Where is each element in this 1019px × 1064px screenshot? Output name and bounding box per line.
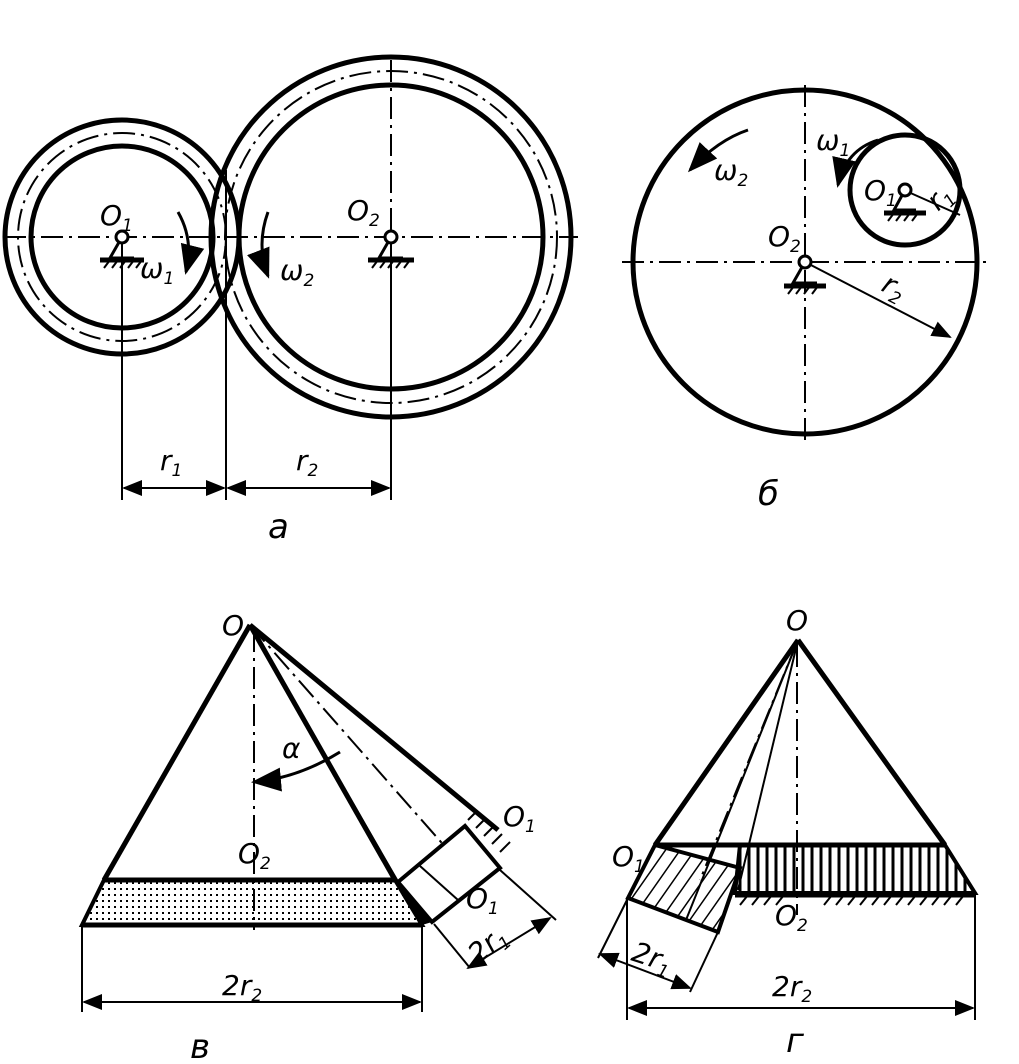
svg-text:ω1: ω1 [816,124,850,161]
svg-text:ω1: ω1 [140,252,174,289]
rotation-arrow-w1 [176,211,205,275]
radius-r2 [806,262,952,338]
label-r1: r [160,444,173,477]
label-apex-o: O [786,604,808,637]
label-o1-top: O [503,800,525,833]
svg-text:O1: O1 [100,199,133,236]
rotation-arrow-w1 [832,138,879,188]
label-w1: ω [140,252,163,285]
rotation-arrow-w2 [687,128,749,173]
radius-r1 [905,190,961,216]
svg-text:r1: r1 [160,444,182,481]
label-w2: ω [714,154,737,187]
caption-g: г [786,1021,805,1061]
svg-text:O2: O2 [768,220,801,257]
panel-b-internal-gears: ω2 ω1 O1 r1 O2 r2 б [622,85,990,514]
label-o1: O [612,840,634,873]
label-alpha: α [282,732,301,765]
label-2r1: 2r [461,925,506,970]
svg-text:O2: O2 [775,899,808,936]
label-o1: O [864,174,886,207]
caption-v: в [190,1027,210,1064]
svg-text:O2: O2 [347,194,380,231]
rotation-arrow-w2 [247,211,270,279]
label-w1: ω [816,124,839,157]
label-2r2: 2r [772,970,803,1003]
svg-text:2r1: 2r1 [627,935,677,983]
panel-v-bevel-external: O α O2 O1 O1 2r1 2r2 в [78,609,557,1064]
svg-text:2r1: 2r1 [461,919,516,973]
svg-text:O2: O2 [238,837,271,874]
label-o1: O [100,199,122,232]
pivot-o1-icon [100,229,144,269]
pivot-o1-icon [884,182,926,222]
panel-g-bevel-internal: O O1 O2 2r1 2r2 г [597,604,979,1061]
label-r2: r [296,444,309,477]
label-apex-o: O [222,609,244,642]
pivot-o2-icon [368,229,414,269]
label-o2: O [768,220,790,253]
dimension-2r1 [466,916,552,970]
label-o2: O [347,194,369,227]
svg-text:2r2: 2r2 [772,970,812,1007]
pivot-o2-icon [784,254,826,295]
angle-alpha-arc [251,750,341,792]
label-w2: ω [280,254,303,287]
label-o2: O [775,899,797,932]
caption-b: б [758,474,779,514]
bevel-gear-2-internal-rim [732,843,979,895]
label-o1-mid: O [466,882,488,915]
svg-text:2r2: 2r2 [222,969,262,1006]
svg-text:ω2: ω2 [714,154,748,191]
svg-text:O1: O1 [466,882,499,919]
dimension-2r1 [598,952,692,990]
svg-text:O1: O1 [864,174,897,211]
svg-text:ω2: ω2 [280,254,314,291]
bevel-gear-2-rim [78,878,426,927]
caption-a: а [268,507,289,547]
svg-text:O1: O1 [612,840,645,877]
svg-text:r2: r2 [875,267,912,310]
label-o2: O [238,837,260,870]
svg-text:r2: r2 [296,444,318,481]
label-2r2: 2r [222,969,253,1002]
panel-a-external-gears: O1 O2 ω1 ω2 r1 r2 а [2,54,578,547]
svg-text:O1: O1 [503,800,536,837]
gear-1-planet [847,132,963,248]
